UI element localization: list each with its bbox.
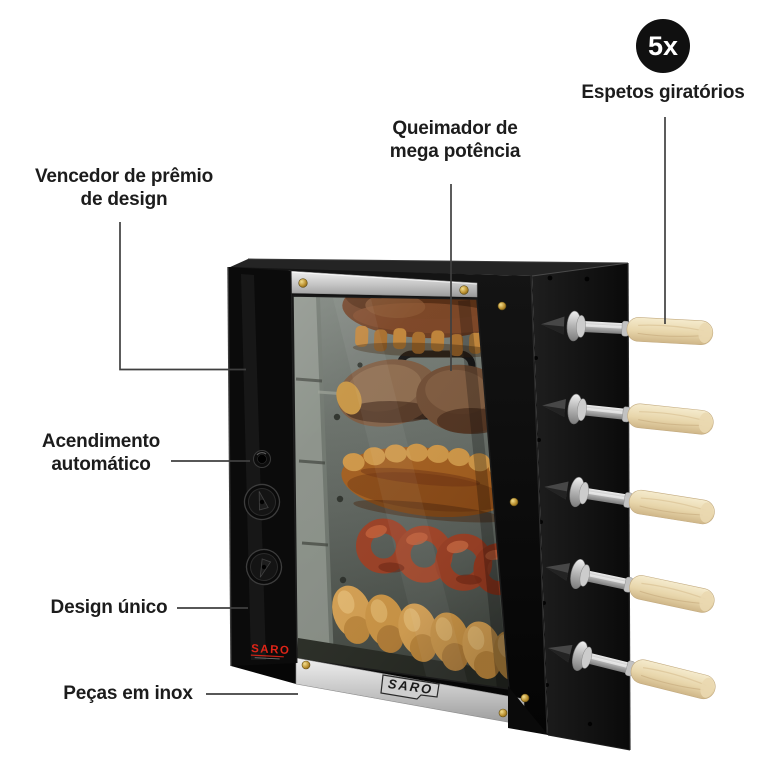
svg-text:SARO: SARO xyxy=(251,643,291,657)
inox-label: Peças em inox xyxy=(63,683,193,704)
burner-label: Queimador de mega potência xyxy=(389,117,521,163)
award-callout-line xyxy=(119,222,246,371)
award-label-line2: de design xyxy=(80,189,168,210)
skewers-count: 5x xyxy=(647,30,679,61)
brass-screw xyxy=(298,278,308,288)
pillar-screws xyxy=(497,301,530,703)
control-panel: SARO xyxy=(227,266,298,667)
burner-label-line1: Queimador de xyxy=(392,118,518,139)
cabinet-top-face xyxy=(228,259,628,276)
ignition-label: Acendimento automático xyxy=(42,430,160,476)
cabinet-side-face xyxy=(532,263,630,750)
skewers-count-badge: 5x xyxy=(636,19,690,73)
callout-lines xyxy=(119,117,666,695)
award-label: Vencedor de prêmio de design xyxy=(35,165,213,211)
glass-door xyxy=(292,295,510,690)
brand-plate-text: SARO xyxy=(387,676,434,697)
ignition-button xyxy=(253,450,271,468)
brand-plate xyxy=(380,674,440,700)
bottom-steel-bar: SARO xyxy=(295,657,548,735)
grill-cabinet: SARO xyxy=(227,258,720,751)
brass-screw xyxy=(301,660,311,670)
brass-screw xyxy=(459,285,469,295)
skewers-label: Espetos giratórios xyxy=(581,82,745,103)
unique-design-label: Design único xyxy=(50,597,168,618)
award-label-line1: Vencedor de prêmio xyxy=(34,166,214,187)
burner-label-line2: mega potência xyxy=(389,141,521,162)
brand-logo-red: SARO xyxy=(250,643,291,660)
ignition-label-line1: Acendimento xyxy=(41,431,161,452)
brass-screw xyxy=(498,708,508,718)
ignition-label-line2: automático xyxy=(51,454,151,475)
